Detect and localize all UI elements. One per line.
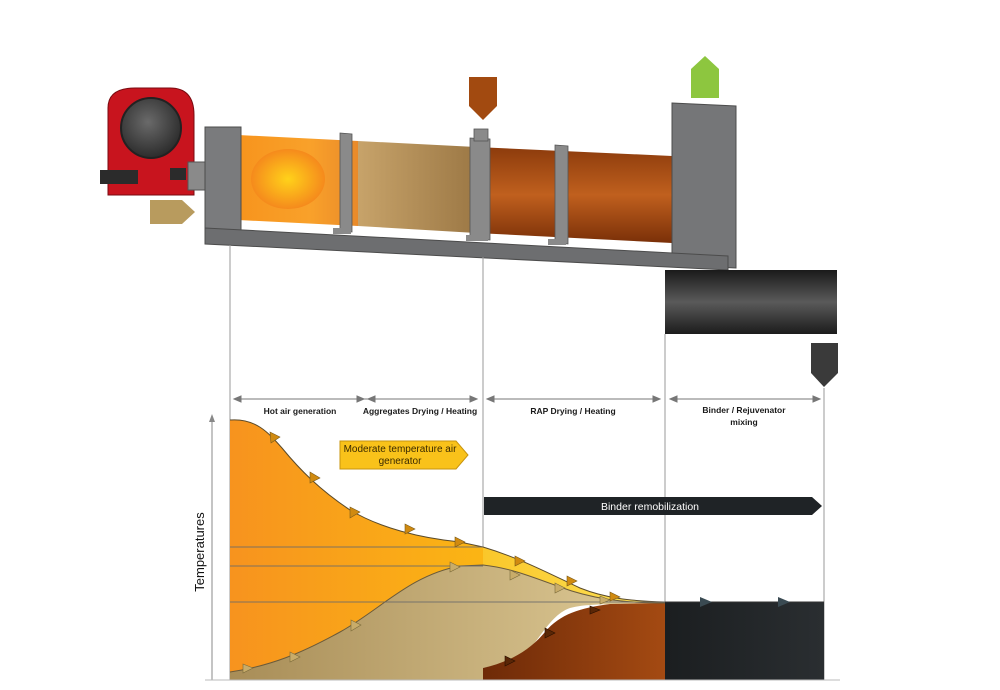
drum-body xyxy=(204,102,737,271)
rap-input-arrow-icon xyxy=(469,77,497,120)
zone-label-binder-line1: Binder / Rejuvenator xyxy=(702,405,786,415)
aggregate-input-arrow-icon xyxy=(150,200,195,224)
temperature-axis: Temperatures xyxy=(192,414,840,681)
exhaust-arrow-icon xyxy=(691,56,719,98)
rap-temperature-area xyxy=(483,603,665,680)
binder-remobilization-callout: Binder remobilization xyxy=(484,497,822,515)
binder-temperature-area xyxy=(665,602,824,680)
zone-dimension-arrows xyxy=(232,395,822,403)
binder-mixer-cylinder xyxy=(665,270,837,334)
air-generator-callout: Moderate temperature air generator xyxy=(339,440,469,470)
output-arrow-icon xyxy=(811,343,838,387)
air-generator-label-line1: Moderate temperature air xyxy=(344,444,458,455)
zone-label-hot-air: Hot air generation xyxy=(264,406,337,416)
y-axis-label: Temperatures xyxy=(192,512,207,592)
zone-label-rap: RAP Drying / Heating xyxy=(530,406,615,416)
flow-arrowheads xyxy=(269,431,621,602)
zone-label-aggregates: Aggregates Drying / Heating xyxy=(363,406,477,416)
drum-machine xyxy=(100,56,838,387)
zone-label-binder-line2: mixing xyxy=(730,417,757,427)
temperature-profile xyxy=(229,419,824,680)
aggregates-temperature-area xyxy=(230,565,665,680)
flame-icon xyxy=(251,149,325,209)
air-generator-label-line2: generator xyxy=(379,456,422,467)
binder-remobilization-label: Binder remobilization xyxy=(601,501,699,513)
